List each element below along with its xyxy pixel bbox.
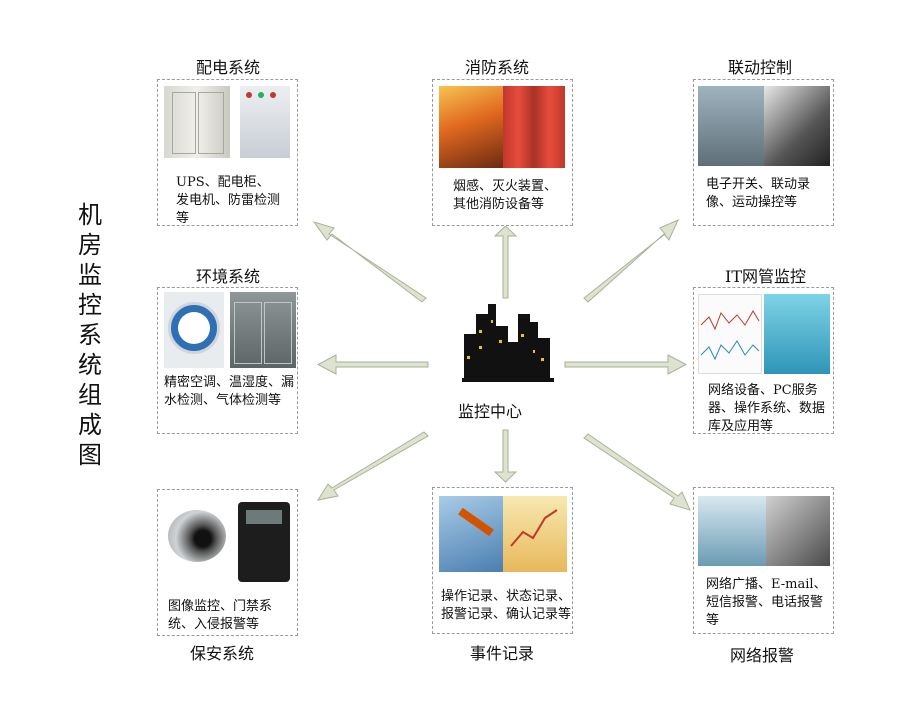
fire-extinguisher-image (503, 86, 565, 168)
arrow-up-right (583, 219, 679, 303)
arrow-down (493, 429, 518, 483)
network-chart-image (698, 294, 762, 374)
panel-title-power: 配电系统 (196, 58, 261, 77)
writing-hand-image (439, 496, 503, 572)
panel-title-it: IT网管监控 (725, 267, 806, 286)
panel-desc-alarm: 网络广播、E-mail、短信报警、电话报警等 (706, 577, 827, 628)
fire-image (439, 86, 503, 168)
center-label: 监控中心 (458, 402, 523, 421)
operator-image (764, 86, 830, 166)
hygrometer-image (164, 292, 224, 368)
panel-alarm: 网络广播、E-mail、短信报警、电话报警等 (693, 487, 834, 634)
panel-desc-power: UPS、配电柜、发电机、防雷检测等 (176, 175, 281, 226)
arrow-left (316, 354, 429, 375)
panel-linkage: 电子开关、联动录像、运动操控等 (693, 79, 834, 226)
panel-fire: 烟感、灭火装置、其他消防设备等 (432, 79, 573, 226)
panel-desc-linkage: 电子开关、联动录像、运动操控等 (706, 177, 811, 210)
dome-camera-image (162, 502, 232, 574)
panel-security: 图像监控、门禁系统、入侵报警等 (157, 489, 298, 636)
arrow-up-left (312, 221, 427, 303)
panel-power: UPS、配电柜、发电机、防雷检测等 (157, 79, 298, 226)
arrow-down-left (316, 431, 429, 501)
panel-desc-it: 网络设备、PC服务器、操作系统、数据库及应用等 (708, 383, 826, 434)
access-control-image (238, 502, 290, 582)
arrow-right (564, 354, 688, 375)
call-center-image (698, 496, 766, 566)
distribution-cabinet-image (240, 86, 290, 158)
panel-env: 精密空调、温湿度、漏水检测、气体检测等 (157, 287, 298, 434)
panel-title-events: 事件记录 (470, 644, 535, 663)
office-worker-image (766, 496, 830, 566)
panel-it: 网络设备、PC服务器、操作系统、数据库及应用等 (693, 287, 834, 434)
arrow-up (493, 225, 518, 299)
diagram-title: 机房监控系统组成图 (78, 201, 102, 469)
panel-desc-env: 精密空调、温湿度、漏水检测、气体检测等 (164, 375, 295, 408)
panel-title-alarm: 网络报警 (730, 646, 795, 665)
city-building-icon (462, 304, 554, 382)
panel-desc-fire: 烟感、灭火装置、其他消防设备等 (453, 179, 558, 212)
dashboard-image (764, 294, 830, 374)
panel-desc-events: 操作记录、状态记录、报警记录、确认记录等 (441, 589, 572, 622)
air-conditioner-image (230, 292, 296, 368)
ups-cabinet-image (164, 86, 230, 158)
panel-title-env: 环境系统 (196, 267, 261, 286)
panel-title-security: 保安系统 (190, 644, 255, 663)
arrow-down-right (583, 433, 691, 511)
panel-title-fire: 消防系统 (465, 58, 530, 77)
panel-events: 操作记录、状态记录、报警记录、确认记录等 (432, 487, 573, 634)
control-room-image (698, 86, 764, 166)
presentation-image (503, 496, 567, 572)
panel-desc-security: 图像监控、门禁系统、入侵报警等 (168, 599, 273, 632)
panel-title-linkage: 联动控制 (728, 58, 793, 77)
